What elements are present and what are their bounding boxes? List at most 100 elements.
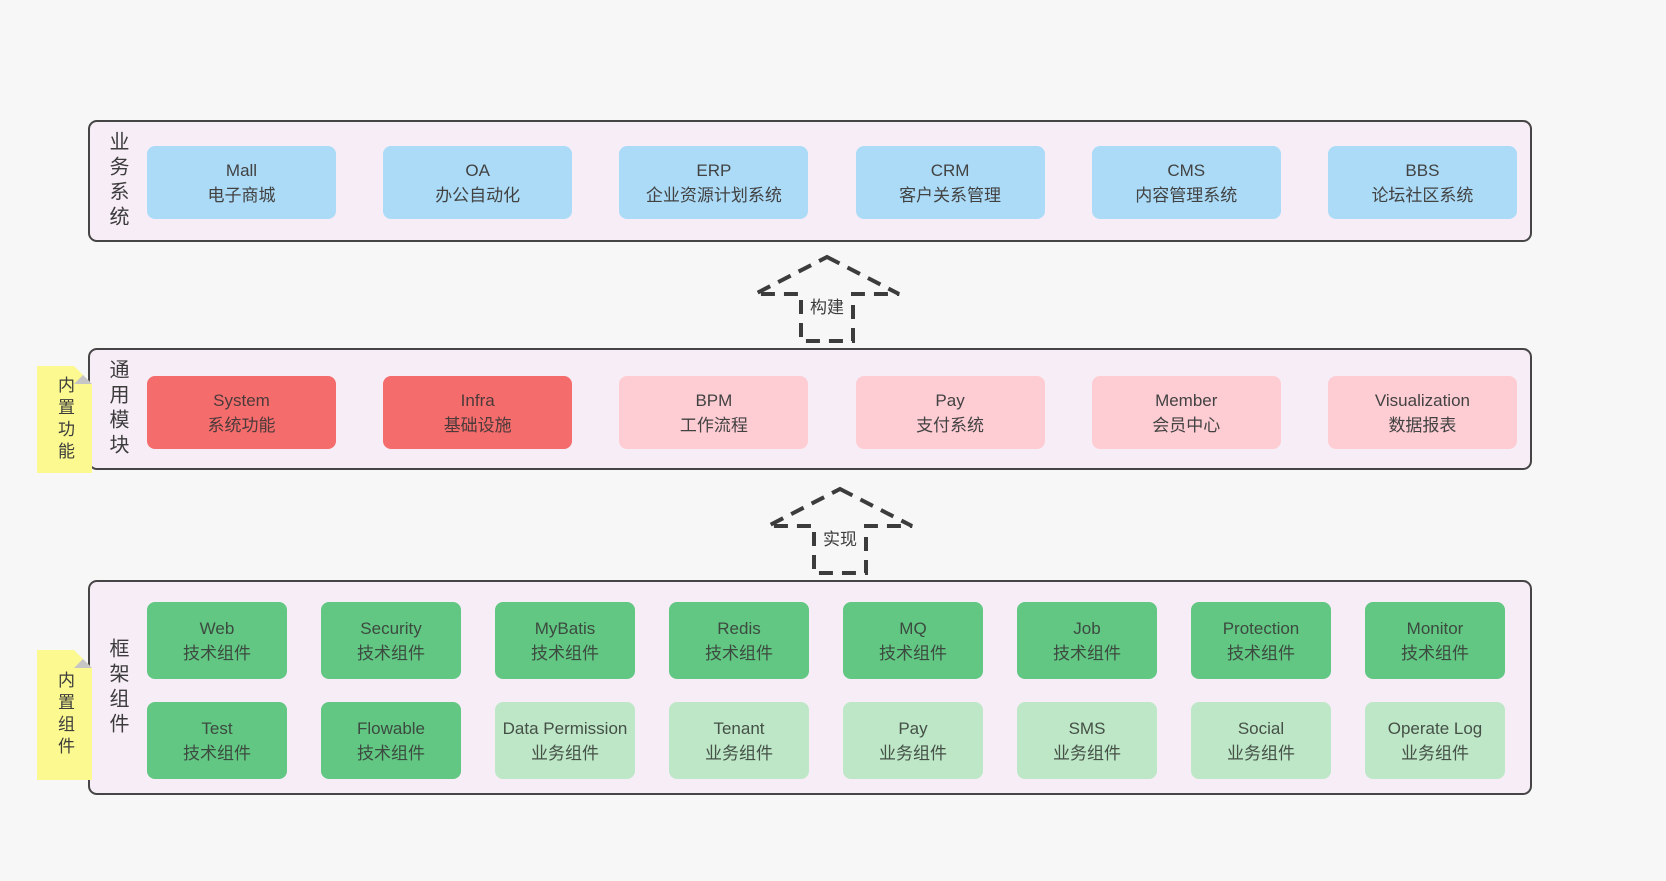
box-cms: CMS 内容管理系统 [1091, 146, 1281, 219]
box-mall: Mall 电子商城 [147, 146, 336, 219]
box-subtitle: 内容管理系统 [1135, 185, 1238, 205]
box-subtitle: 会员中心 [1152, 415, 1221, 435]
box-title: MQ [899, 618, 927, 638]
box-subtitle: 技术组件 [1053, 643, 1121, 663]
box-subtitle: 技术组件 [183, 743, 251, 763]
box-test: Test 技术组件 [147, 702, 287, 779]
box-system: System 系统功能 [147, 376, 336, 449]
box-subtitle: 电子商城 [207, 185, 276, 205]
box-subtitle: 技术组件 [357, 643, 425, 663]
layer-label-common-modules: 通用模块 [106, 359, 128, 459]
box-subtitle: 业务组件 [705, 743, 773, 763]
box-subtitle: 业务组件 [1053, 743, 1121, 763]
box-title: Protection [1222, 618, 1300, 638]
box-title: Mall [225, 160, 258, 180]
box-subtitle: 客户关系管理 [899, 185, 1002, 205]
box-social: Social 业务组件 [1191, 702, 1331, 779]
box-title: CMS [1167, 160, 1206, 180]
modules-boxes-row: System 系统功能 Infra 基础设施 BPM 工作流程 Pay 支付系统… [147, 376, 1517, 449]
box-subtitle: 工作流程 [679, 415, 748, 435]
layer-label-business-systems: 业务系统 [106, 131, 128, 231]
box-title: ERP [696, 160, 732, 180]
box-infra: Infra 基础设施 [383, 376, 573, 449]
box-title: Test [201, 718, 233, 738]
box-sms: SMS 业务组件 [1017, 702, 1157, 779]
box-job: Job 技术组件 [1017, 602, 1157, 679]
box-subtitle: 办公自动化 [435, 185, 521, 205]
box-title: Job [1073, 618, 1101, 638]
box-subtitle: 技术组件 [1401, 643, 1469, 663]
box-subtitle: 技术组件 [705, 643, 773, 663]
layer-business-systems: 业务系统 Mall 电子商城 OA 办公自动化 ERP 企业资源计划系统 CRM… [88, 120, 1532, 242]
build-arrow-label: 构建 [806, 292, 848, 319]
box-subtitle: 业务组件 [1401, 743, 1469, 763]
box-visualization: Visualization 数据报表 [1327, 376, 1517, 449]
box-subtitle: 技术组件 [879, 643, 947, 663]
box-subtitle: 基础设施 [443, 415, 512, 435]
sticky-note-label: 内置组件 [55, 671, 74, 759]
box-title: SMS [1068, 718, 1106, 738]
box-title: Tenant [713, 718, 765, 738]
box-subtitle: 业务组件 [1227, 743, 1295, 763]
business-boxes-row: Mall 电子商城 OA 办公自动化 ERP 企业资源计划系统 CRM 客户关系… [147, 146, 1517, 219]
box-title: Web [199, 618, 235, 638]
box-flowable: Flowable 技术组件 [321, 702, 461, 779]
layer-common-modules: 通用模块 System 系统功能 Infra 基础设施 BPM 工作流程 Pay… [88, 348, 1532, 470]
components-row-1: Web 技术组件 Security 技术组件 MyBatis 技术组件 Redi… [147, 602, 1505, 679]
box-bpm: BPM 工作流程 [619, 376, 809, 449]
box-title: Security [360, 618, 422, 638]
sticky-note-label: 内置功能 [55, 375, 74, 464]
box-title: Data Permission [502, 718, 628, 738]
box-pay-component: Pay 业务组件 [843, 702, 983, 779]
box-title: BPM [695, 390, 733, 410]
layer-label-framework-components: 框架组件 [106, 637, 128, 738]
layer-framework-components: 框架组件 Web 技术组件 Security 技术组件 MyBatis 技术组件… [88, 580, 1532, 795]
box-subtitle: 技术组件 [1227, 643, 1295, 663]
box-title: Pay [898, 718, 928, 738]
up-block-arrow-icon [754, 254, 900, 343]
up-block-arrow-icon [767, 486, 913, 575]
box-web: Web 技术组件 [147, 602, 287, 679]
box-title: Flowable [356, 718, 426, 738]
box-title: OA [465, 160, 490, 180]
box-subtitle: 业务组件 [531, 743, 599, 763]
box-title: BBS [1405, 160, 1440, 180]
box-member: Member 会员中心 [1091, 376, 1281, 449]
box-security: Security 技术组件 [321, 602, 461, 679]
box-mybatis: MyBatis 技术组件 [495, 602, 635, 679]
box-erp: ERP 企业资源计划系统 [619, 146, 809, 219]
implement-arrow-label: 实现 [819, 524, 861, 551]
box-title: Operate Log [1387, 718, 1483, 738]
implement-arrow: 实现 [765, 486, 915, 576]
box-title: Monitor [1406, 618, 1464, 638]
box-subtitle: 支付系统 [916, 415, 985, 435]
box-data-permission: Data Permission 业务组件 [495, 702, 635, 779]
box-subtitle: 论坛社区系统 [1371, 185, 1474, 205]
box-title: Infra [460, 390, 495, 410]
box-crm: CRM 客户关系管理 [855, 146, 1045, 219]
box-pay-system: Pay 支付系统 [855, 376, 1045, 449]
box-subtitle: 企业资源计划系统 [645, 185, 782, 205]
box-title: Member [1155, 390, 1218, 410]
box-subtitle: 数据报表 [1388, 415, 1457, 435]
sticky-note-builtin-features: 内置功能 [37, 366, 92, 473]
box-tenant: Tenant 业务组件 [669, 702, 809, 779]
box-monitor: Monitor 技术组件 [1365, 602, 1505, 679]
box-subtitle: 技术组件 [183, 643, 251, 663]
box-title: CRM [930, 160, 970, 180]
box-title: MyBatis [534, 618, 596, 638]
build-arrow: 构建 [752, 254, 902, 344]
box-title: Pay [935, 390, 965, 410]
box-subtitle: 系统功能 [207, 415, 276, 435]
box-title: Social [1237, 718, 1285, 738]
box-bbs: BBS 论坛社区系统 [1327, 146, 1517, 219]
box-subtitle: 业务组件 [879, 743, 947, 763]
box-mq: MQ 技术组件 [843, 602, 983, 679]
box-title: Visualization [1374, 390, 1470, 410]
box-title: System [213, 390, 270, 410]
box-subtitle: 技术组件 [531, 643, 599, 663]
box-protection: Protection 技术组件 [1191, 602, 1331, 679]
box-title: Redis [717, 618, 761, 638]
box-subtitle: 技术组件 [357, 743, 425, 763]
sticky-note-builtin-components: 内置组件 [37, 650, 92, 780]
